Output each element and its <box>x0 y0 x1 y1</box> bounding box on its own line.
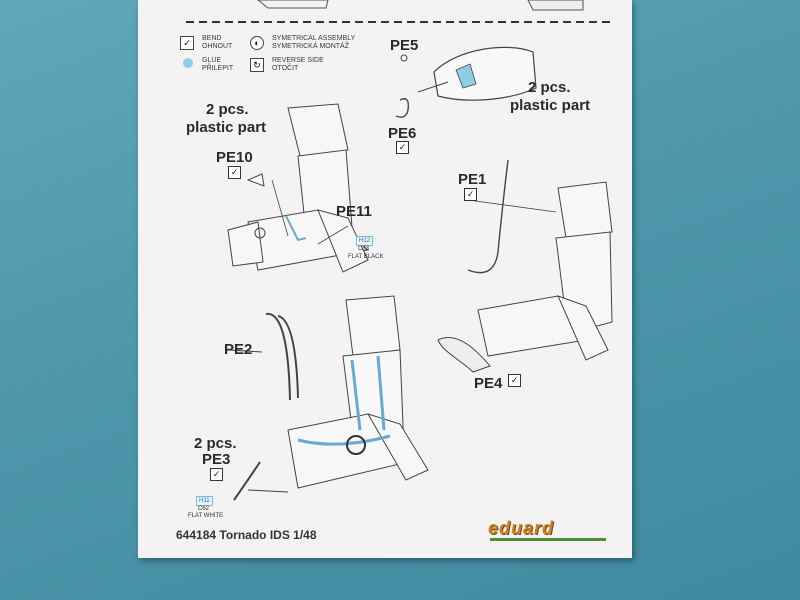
pe4-bend-check-icon: ✓ <box>508 374 521 387</box>
pe4-label: PE4 <box>474 375 503 392</box>
flat-white-label: FLAT WHITE <box>188 513 224 519</box>
pe6-bend-check-icon: ✓ <box>396 141 409 154</box>
reverse-legend-text: REVERSE SIDE OTOČIT <box>272 57 324 72</box>
pe10-bend-check-icon: ✓ <box>228 166 241 179</box>
pe10-label: PE10 <box>216 149 253 166</box>
pe2-label: PE2 <box>224 341 253 358</box>
symmetric-legend-icon: ◐ <box>250 36 264 50</box>
bend-legend-icon: ✓ <box>180 36 194 50</box>
h12-color-code: H12 <box>356 236 374 246</box>
pe1-label: PE1 <box>458 171 487 188</box>
c33-color-code: C33 <box>358 246 370 252</box>
seat-illustrations <box>186 0 613 501</box>
instruction-sheet: ✓ BEND OHNOUT ◐ SYMETRICAL ASSEMBLY SYME… <box>138 0 632 558</box>
pe5-label: PE5 <box>390 37 419 54</box>
two-pcs-left: 2 pcs. <box>206 101 249 118</box>
pe6-label: PE6 <box>388 125 417 142</box>
flat-black-label: FLAT BLACK <box>348 254 384 260</box>
pe11-label: PE11 <box>336 203 372 220</box>
two-pcs-pe3: 2 pcs. <box>194 435 237 452</box>
plastic-part-right: plastic part <box>510 97 591 114</box>
reverse-legend-icon: ↻ <box>250 58 264 72</box>
h11-color-code: H11 <box>196 496 213 506</box>
bend-legend-text: BEND OHNOUT <box>202 35 233 50</box>
two-pcs-right: 2 pcs. <box>528 79 571 96</box>
symmetric-legend-text: SYMETRICAL ASSEMBLY SYMETRICKÁ MONTÁŽ <box>272 35 356 50</box>
footer-product-code: 644184 Tornado IDS 1/48 <box>176 528 317 542</box>
c62-color-code: C62 <box>198 506 210 512</box>
eduard-logo: eduard <box>488 518 555 538</box>
glue-legend-icon <box>183 58 193 68</box>
pe3-bend-check-icon: ✓ <box>210 468 223 481</box>
pe3-label: PE3 <box>202 451 231 468</box>
plastic-part-left: plastic part <box>186 119 267 136</box>
pe1-bend-check-icon: ✓ <box>464 188 477 201</box>
logo-underline <box>490 538 606 541</box>
glue-legend-text: GLUE PŘILEPIT <box>202 57 234 72</box>
